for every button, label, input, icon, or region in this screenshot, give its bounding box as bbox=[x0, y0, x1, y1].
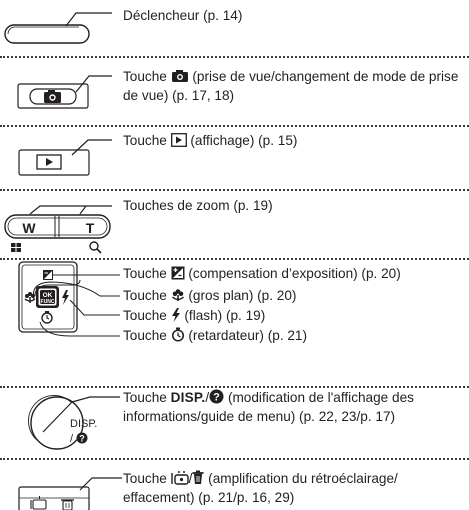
self-timer-icon bbox=[41, 311, 53, 324]
separator bbox=[0, 258, 469, 260]
help-menu-icon: ? bbox=[209, 389, 224, 404]
macro-button-description: Touche (gros plan) (p. 20) bbox=[123, 288, 297, 303]
disp-button-description: Touche DISP./? (modification de l'affich… bbox=[123, 389, 414, 424]
zoom-wide-label: W bbox=[22, 220, 36, 236]
trash-icon bbox=[192, 470, 204, 484]
zoom-tele-label: T bbox=[86, 220, 95, 236]
svg-text:?: ? bbox=[79, 434, 85, 444]
exposure-compensation-icon bbox=[171, 266, 185, 280]
ok-label: OK bbox=[43, 292, 53, 299]
zoom-buttons-illustration: W T bbox=[4, 205, 112, 254]
magnifier-icon bbox=[89, 241, 102, 254]
flash-icon bbox=[62, 290, 69, 305]
shutter-button-illustration bbox=[4, 12, 112, 44]
macro-flower-icon bbox=[171, 289, 184, 301]
disp-button-illustration: DISP. / ? bbox=[28, 395, 120, 450]
self-timer-icon bbox=[171, 327, 184, 342]
help-menu-icon: ? bbox=[76, 432, 88, 444]
playback-icon bbox=[170, 133, 187, 147]
shooting-button-description: Touche (prise de vue/changement de mode … bbox=[123, 69, 459, 103]
zoom-buttons-description: Touches de zoom (p. 19) bbox=[123, 198, 273, 213]
disp-bold-label: DISP. bbox=[170, 390, 206, 405]
wide-grid-icon bbox=[11, 243, 21, 252]
flash-icon bbox=[171, 308, 180, 322]
backlight-icon bbox=[30, 496, 47, 510]
playback-icon bbox=[46, 158, 53, 166]
playback-button-illustration bbox=[18, 139, 112, 176]
separator bbox=[0, 189, 469, 191]
exposure-button-description: Touche (compensation d’exposition) (p. 2… bbox=[123, 266, 401, 281]
svg-text:?: ? bbox=[213, 392, 220, 404]
camera-icon bbox=[171, 70, 188, 82]
arrow-pad-illustration: OK FUNC bbox=[18, 261, 120, 337]
shooting-button-illustration bbox=[17, 75, 112, 109]
separator bbox=[0, 56, 469, 58]
backlight-icon bbox=[170, 471, 189, 485]
playback-button-description: Touche (affichage) (p. 15) bbox=[123, 133, 298, 148]
separator bbox=[0, 386, 469, 388]
trash-icon bbox=[61, 499, 74, 510]
func-label: FUNC bbox=[41, 299, 55, 305]
exposure-compensation-icon bbox=[43, 270, 53, 280]
shutter-button-description: Déclencheur (p. 14) bbox=[123, 8, 243, 23]
separator bbox=[0, 458, 469, 460]
flash-button-description: Touche (flash) (p. 19) bbox=[123, 308, 266, 323]
camera-icon bbox=[44, 90, 61, 103]
separator bbox=[0, 125, 469, 127]
backlight-trash-button-description: Touche / (amplification du rétroéclairag… bbox=[123, 470, 398, 505]
self-timer-button-description: Touche (retardateur) (p. 21) bbox=[123, 327, 308, 343]
disp-slash: / bbox=[70, 433, 74, 445]
disp-label: DISP. bbox=[70, 418, 97, 430]
